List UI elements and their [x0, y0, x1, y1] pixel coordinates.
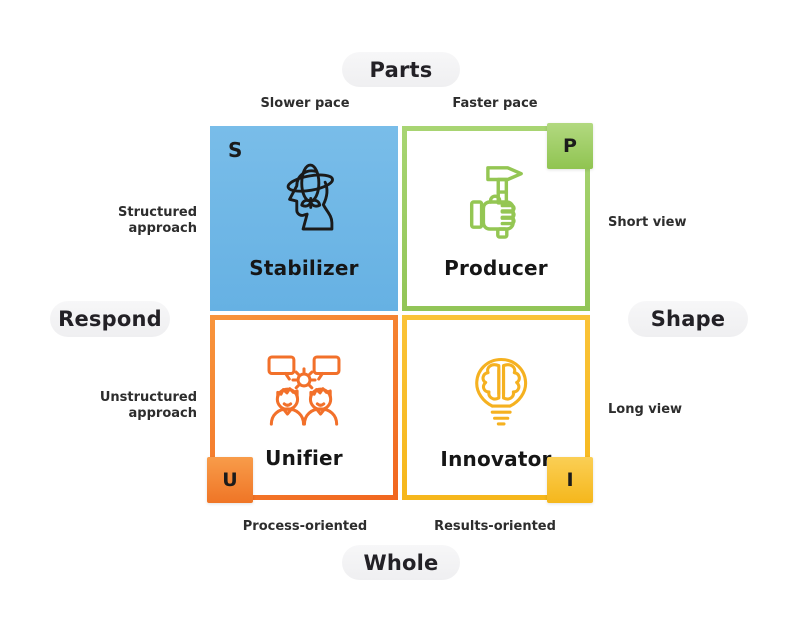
- quadrant-matrix: S Stabilizer: [207, 123, 593, 503]
- edge-label-short-view: Short view: [608, 215, 687, 230]
- innovator-letter-badge: I: [547, 457, 593, 503]
- axis-pill-whole: Whole: [342, 545, 460, 580]
- quadrant-innovator: Innovator I: [402, 315, 593, 503]
- unifier-letter-badge: U: [207, 457, 253, 503]
- brain-bulb-icon: [475, 357, 528, 426]
- axis-pill-shape: Shape: [628, 301, 748, 337]
- edge-label-long-view: Long view: [608, 402, 683, 417]
- unifier-name: Unifier: [265, 446, 343, 470]
- producer-letter-badge: P: [547, 123, 593, 169]
- edge-label-slower-pace: Slower pace: [260, 96, 350, 111]
- quadrant-unifier: Unifier U: [207, 315, 398, 503]
- stabilizer-letter: S: [228, 138, 243, 162]
- gyroscope-head-icon: [286, 163, 334, 231]
- stabilizer-name: Stabilizer: [249, 256, 359, 280]
- producer-name: Producer: [444, 256, 548, 280]
- edge-label-unstructured-approach: Unstructured approach: [99, 390, 197, 422]
- edge-label-faster-pace: Faster pace: [452, 96, 538, 111]
- hand-hammer-icon: [469, 166, 523, 239]
- team-chat-gear-icon: [267, 355, 341, 426]
- edge-label-results-oriented: Results-oriented: [434, 519, 556, 534]
- axis-pill-respond: Respond: [50, 301, 170, 337]
- quadrant-stabilizer: S Stabilizer: [210, 126, 398, 311]
- axis-pill-parts: Parts: [342, 52, 460, 87]
- quadrant-producer: Producer P: [402, 123, 593, 311]
- innovator-name: Innovator: [440, 447, 552, 471]
- edge-label-structured-approach: Structured approach: [118, 205, 197, 237]
- edge-label-process-oriented: Process-oriented: [242, 519, 368, 534]
